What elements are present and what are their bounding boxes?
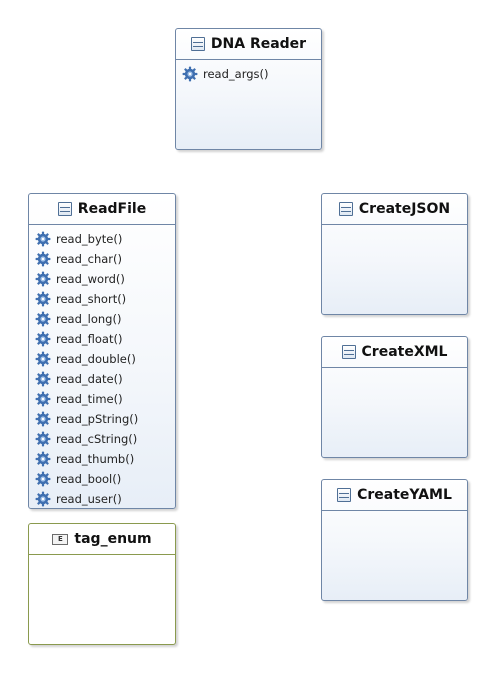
class-header: ReadFile bbox=[29, 194, 175, 225]
class-header: CreateYAML bbox=[322, 480, 467, 511]
operation-label: read_byte() bbox=[56, 232, 123, 246]
class-title: CreateXML bbox=[361, 344, 448, 360]
class-title: ReadFile bbox=[77, 201, 147, 217]
gear-icon bbox=[35, 411, 51, 427]
operation-item[interactable]: read_date() bbox=[35, 369, 175, 389]
class-readfile[interactable]: ReadFile read_byte() read_char() read_word… bbox=[28, 193, 176, 509]
gear-icon bbox=[35, 251, 51, 267]
class-icon bbox=[190, 37, 205, 51]
operation-label: read_long() bbox=[56, 312, 122, 326]
operation-label: read_args() bbox=[203, 67, 269, 81]
operation-item[interactable]: read_user() bbox=[35, 489, 175, 509]
operation-item[interactable]: read_cString() bbox=[35, 429, 175, 449]
gear-icon bbox=[35, 291, 51, 307]
class-header: CreateXML bbox=[322, 337, 467, 368]
operation-item[interactable]: read_pString() bbox=[35, 409, 175, 429]
operations-list: read_args() bbox=[176, 60, 321, 84]
gear-icon bbox=[35, 271, 51, 287]
operation-label: read_bool() bbox=[56, 472, 122, 486]
class-dna-reader[interactable]: DNA Reader read_args() bbox=[175, 28, 322, 150]
operation-item[interactable]: read_args() bbox=[182, 64, 321, 84]
operation-label: read_float() bbox=[56, 332, 123, 346]
gear-icon bbox=[35, 491, 51, 507]
operation-item[interactable]: read_thumb() bbox=[35, 449, 175, 469]
class-header: CreateJSON bbox=[322, 194, 467, 225]
operation-label: read_word() bbox=[56, 272, 125, 286]
gear-icon bbox=[35, 231, 51, 247]
operation-item[interactable]: read_char() bbox=[35, 249, 175, 269]
operations-list: read_byte() read_char() read_word() read_sh… bbox=[29, 225, 175, 509]
operation-label: read_char() bbox=[56, 252, 123, 266]
gear-icon bbox=[35, 331, 51, 347]
operation-item[interactable]: read_byte() bbox=[35, 229, 175, 249]
enum-header: E tag_enum bbox=[29, 524, 175, 555]
class-title: CreateJSON bbox=[358, 201, 451, 217]
operation-item[interactable]: read_time() bbox=[35, 389, 175, 409]
gear-icon bbox=[35, 311, 51, 327]
class-icon bbox=[57, 202, 72, 216]
class-icon bbox=[337, 488, 352, 502]
gear-icon bbox=[35, 471, 51, 487]
operation-item[interactable]: read_long() bbox=[35, 309, 175, 329]
enum-tag-enum[interactable]: E tag_enum bbox=[28, 523, 176, 645]
operation-item[interactable]: read_bool() bbox=[35, 469, 175, 489]
class-title: CreateYAML bbox=[357, 487, 452, 503]
gear-icon bbox=[35, 351, 51, 367]
operation-label: read_user() bbox=[56, 492, 122, 506]
class-icon bbox=[341, 345, 356, 359]
operation-item[interactable]: read_float() bbox=[35, 329, 175, 349]
operation-item[interactable]: read_double() bbox=[35, 349, 175, 369]
class-header: DNA Reader bbox=[176, 29, 321, 60]
operation-item[interactable]: read_word() bbox=[35, 269, 175, 289]
enum-title: tag_enum bbox=[74, 531, 152, 547]
operation-label: read_pString() bbox=[56, 412, 139, 426]
operation-label: read_thumb() bbox=[56, 452, 135, 466]
gear-icon bbox=[35, 431, 51, 447]
gear-icon bbox=[35, 371, 51, 387]
gear-icon bbox=[35, 391, 51, 407]
gear-icon bbox=[35, 451, 51, 467]
gear-icon bbox=[182, 66, 198, 82]
operation-label: read_date() bbox=[56, 372, 123, 386]
operation-label: read_short() bbox=[56, 292, 127, 306]
operation-label: read_double() bbox=[56, 352, 136, 366]
operation-item[interactable]: read_short() bbox=[35, 289, 175, 309]
class-title: DNA Reader bbox=[210, 36, 307, 52]
operation-label: read_time() bbox=[56, 392, 123, 406]
class-icon bbox=[338, 202, 353, 216]
class-createyaml[interactable]: CreateYAML bbox=[321, 479, 468, 601]
class-createxml[interactable]: CreateXML bbox=[321, 336, 468, 458]
class-createjson[interactable]: CreateJSON bbox=[321, 193, 468, 315]
enum-icon: E bbox=[52, 533, 69, 545]
operation-label: read_cString() bbox=[56, 432, 138, 446]
